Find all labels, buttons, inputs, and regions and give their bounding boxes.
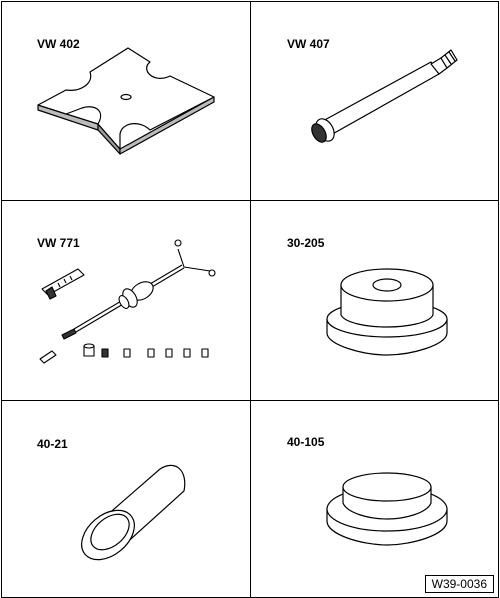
mandrel-icon [251,2,498,200]
tool-label: 40-105 [287,435,325,449]
thrust-plate-icon [251,401,498,597]
tool-label: VW 402 [37,37,80,51]
tool-cell-40-105: 40-105 W39-0036 [250,400,499,598]
tool-cell-vw402: VW 402 [1,1,251,201]
tool-cell-30-205: 30-205 [250,200,499,401]
tool-label: VW 771 [37,236,80,250]
tool-label: VW 407 [287,37,330,51]
tool-cell-vw771: VW 771 [1,200,251,401]
tool-label: 40-21 [37,437,68,451]
tool-cell-vw407: VW 407 [250,1,499,201]
tool-cell-40-21: 40-21 [1,400,251,598]
tool-label: 30-205 [287,236,325,250]
cross-plate-icon [2,2,250,200]
slide-hammer-kit-icon [2,201,250,400]
sleeve-tube-icon [2,401,250,597]
figure-reference: W39-0036 [424,575,494,593]
stepped-thrust-piece-icon [251,201,498,400]
